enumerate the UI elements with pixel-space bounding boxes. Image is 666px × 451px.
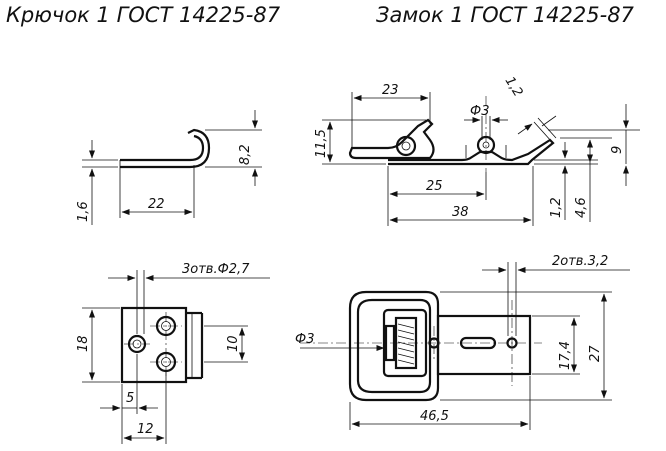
lock-thickness-label: 1,2 (502, 74, 526, 99)
lock-base-plate (388, 138, 555, 166)
lock-lever (348, 118, 435, 160)
lock-plate-label: 1,2 (549, 197, 564, 218)
lock-plan-pin-label: Ф3 (295, 332, 314, 347)
hook-side-view: 22 1,6 8,2 (76, 110, 262, 225)
lock-plan-height-label: 27 (588, 345, 603, 362)
hook-thickness-label: 1,6 (76, 201, 91, 222)
lock-plan-length-label: 46,5 (420, 409, 449, 424)
lock-arm-length-label: 23 (382, 83, 399, 98)
hook-plan-view: 3отв.Ф2,7 18 10 5 12 (76, 262, 270, 444)
hook-height-label: 8,2 (238, 144, 253, 165)
hook-hole-spacing-label: 12 (137, 422, 154, 437)
lock-frame-outer (348, 290, 440, 402)
hook-holes-label: 3отв.Ф2,7 (182, 262, 250, 277)
hook-plate-outline (120, 306, 188, 384)
hook-hole-offset-label: 5 (126, 391, 134, 406)
lock-height-label: 11,5 (314, 129, 329, 158)
hook-length-label: 22 (148, 197, 165, 212)
lock-inner-height-label: 17,4 (558, 341, 573, 370)
lock-plan-view: 2отв.3,2 Ф3 17,4 27 46,5 (295, 254, 630, 430)
hook-plan-height-label: 18 (76, 335, 91, 352)
lock-title: Замок 1 ГОСТ 14225-87 (376, 3, 635, 27)
lock-spring (397, 323, 415, 365)
hook-title: Крючок 1 ГОСТ 14225-87 (6, 3, 281, 27)
lock-holes-label: 2отв.3,2 (552, 254, 608, 269)
lock-pin-label: Ф3 (470, 104, 489, 119)
lock-total-length-label: 38 (452, 205, 469, 220)
lock-base-length-label: 25 (426, 179, 443, 194)
lock-spring-coil (395, 135, 417, 157)
lock-overall-height-label: 9 (610, 146, 625, 154)
lock-side-view: 23 11,5 Ф3 1,2 25 38 1,2 (314, 74, 640, 226)
hook-plan-width-label: 10 (226, 335, 241, 352)
hook-profile (120, 128, 211, 169)
lock-rise-label: 4,6 (574, 197, 589, 218)
